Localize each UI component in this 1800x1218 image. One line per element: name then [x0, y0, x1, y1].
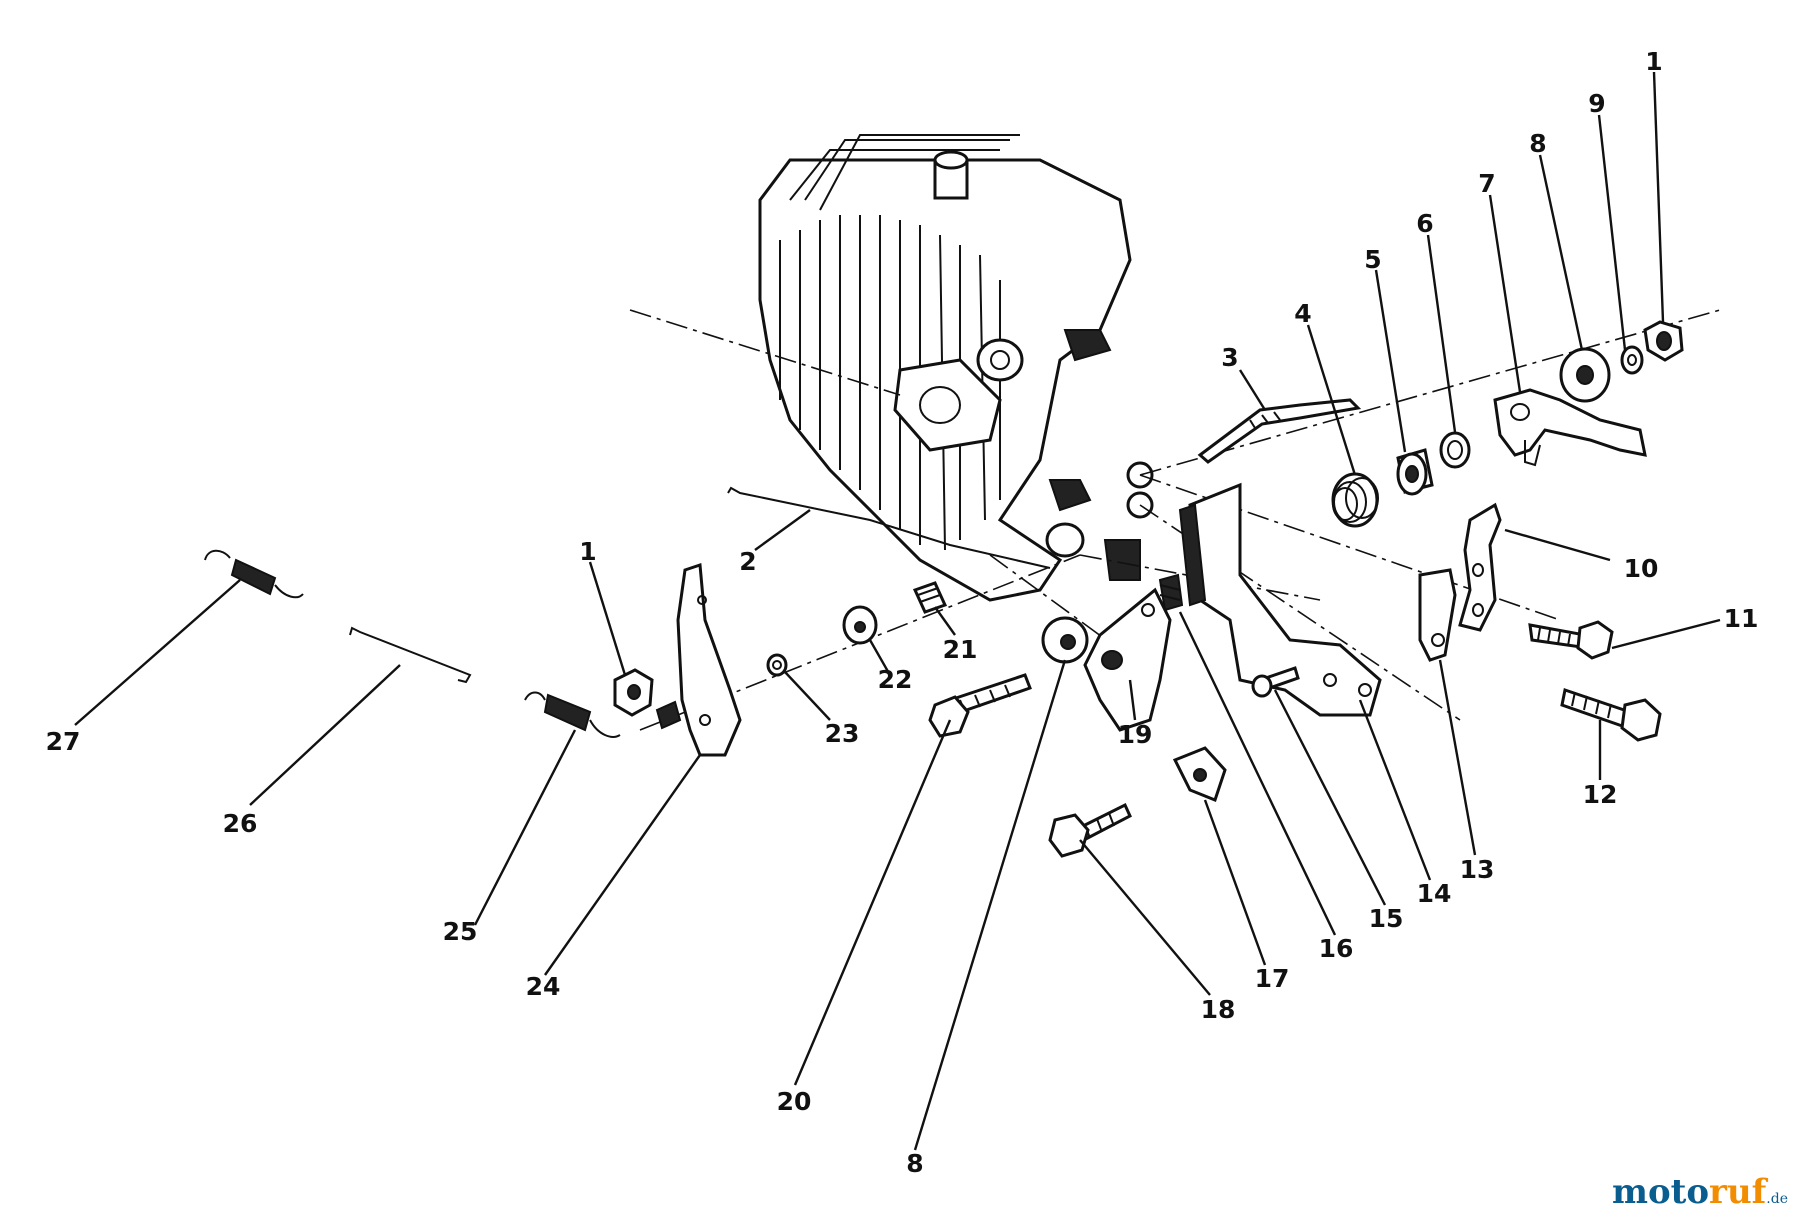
callout-25: 25: [443, 917, 478, 946]
part-bushing-21: [912, 581, 948, 614]
callout-18: 18: [1201, 995, 1236, 1024]
part-bushing-5: [1396, 448, 1434, 496]
callout-16: 16: [1319, 934, 1354, 963]
callout-21: 21: [943, 635, 978, 664]
part-spring-small: [655, 700, 682, 730]
part-nut-1b: [613, 668, 654, 717]
part-bolt-11: [1528, 620, 1614, 660]
callout-8-top: 8: [1529, 129, 1546, 158]
part-bolt-20: [928, 673, 1032, 738]
watermark-tld: .de: [1766, 1191, 1788, 1207]
part-ring-6: [1439, 431, 1471, 469]
part-spring-27: [204, 549, 304, 599]
watermark-logo: motoruf.de: [1612, 1172, 1788, 1212]
callout-15: 15: [1369, 904, 1404, 933]
part-spring-16: [1158, 573, 1184, 612]
callout-27: 27: [46, 727, 81, 756]
part-washer-22: [842, 605, 878, 645]
callout-6: 6: [1416, 209, 1433, 238]
callout-24: 24: [526, 972, 561, 1001]
callout-8-bottom: 8: [906, 1149, 923, 1178]
callout-10: 10: [1624, 554, 1659, 583]
callout-4: 4: [1294, 299, 1311, 328]
callout-5: 5: [1364, 245, 1381, 274]
leader-lines: [74, 71, 1721, 1151]
part-spring-25: [524, 691, 621, 738]
part-spring-4: [1331, 472, 1379, 528]
watermark-main: moto: [1611, 1172, 1710, 1212]
part-nut-plate-17: [1172, 746, 1227, 802]
part-pin-15: [1251, 666, 1300, 698]
callout-19: 19: [1118, 720, 1153, 749]
engine-block: [758, 134, 1154, 602]
callout-labels: 1 9 8 7 6 5 4 3 2 10 11 12 13 14 15 16 1…: [46, 47, 1759, 1178]
callout-9: 9: [1588, 89, 1605, 118]
callout-12: 12: [1583, 780, 1618, 809]
callout-22: 22: [878, 665, 913, 694]
callout-20: 20: [777, 1087, 812, 1116]
part-bracket-plate-14: [1178, 482, 1382, 717]
callout-11: 11: [1724, 604, 1759, 633]
part-washer-8: [1559, 347, 1611, 403]
callout-1-left: 1: [579, 537, 596, 566]
part-governor-lever-24: [676, 562, 742, 757]
callout-3: 3: [1221, 343, 1238, 372]
part-washer-23: [766, 653, 788, 677]
callout-2: 2: [739, 547, 756, 576]
part-link-26: [349, 626, 472, 684]
callout-23: 23: [825, 719, 860, 748]
callout-1-top: 1: [1645, 47, 1662, 76]
callout-7: 7: [1478, 169, 1495, 198]
watermark-accent: ruf: [1709, 1172, 1767, 1212]
callout-17: 17: [1255, 964, 1290, 993]
callout-14: 14: [1417, 879, 1452, 908]
part-hex-nut-1: [1643, 320, 1684, 362]
part-bolt-18: [1048, 802, 1132, 858]
part-lock-washer-9: [1620, 345, 1644, 375]
part-bolt-12: [1560, 688, 1662, 742]
part-shaft-3: [1197, 398, 1362, 464]
part-washer-8b: [1041, 616, 1089, 664]
part-link-2: [727, 486, 1051, 569]
callout-26: 26: [223, 809, 258, 838]
part-lever-7: [1493, 388, 1647, 467]
part-clip-13: [1418, 568, 1457, 662]
part-bracket-10: [1458, 502, 1502, 632]
callout-13: 13: [1460, 855, 1495, 884]
part-plate-19: [1083, 587, 1172, 732]
